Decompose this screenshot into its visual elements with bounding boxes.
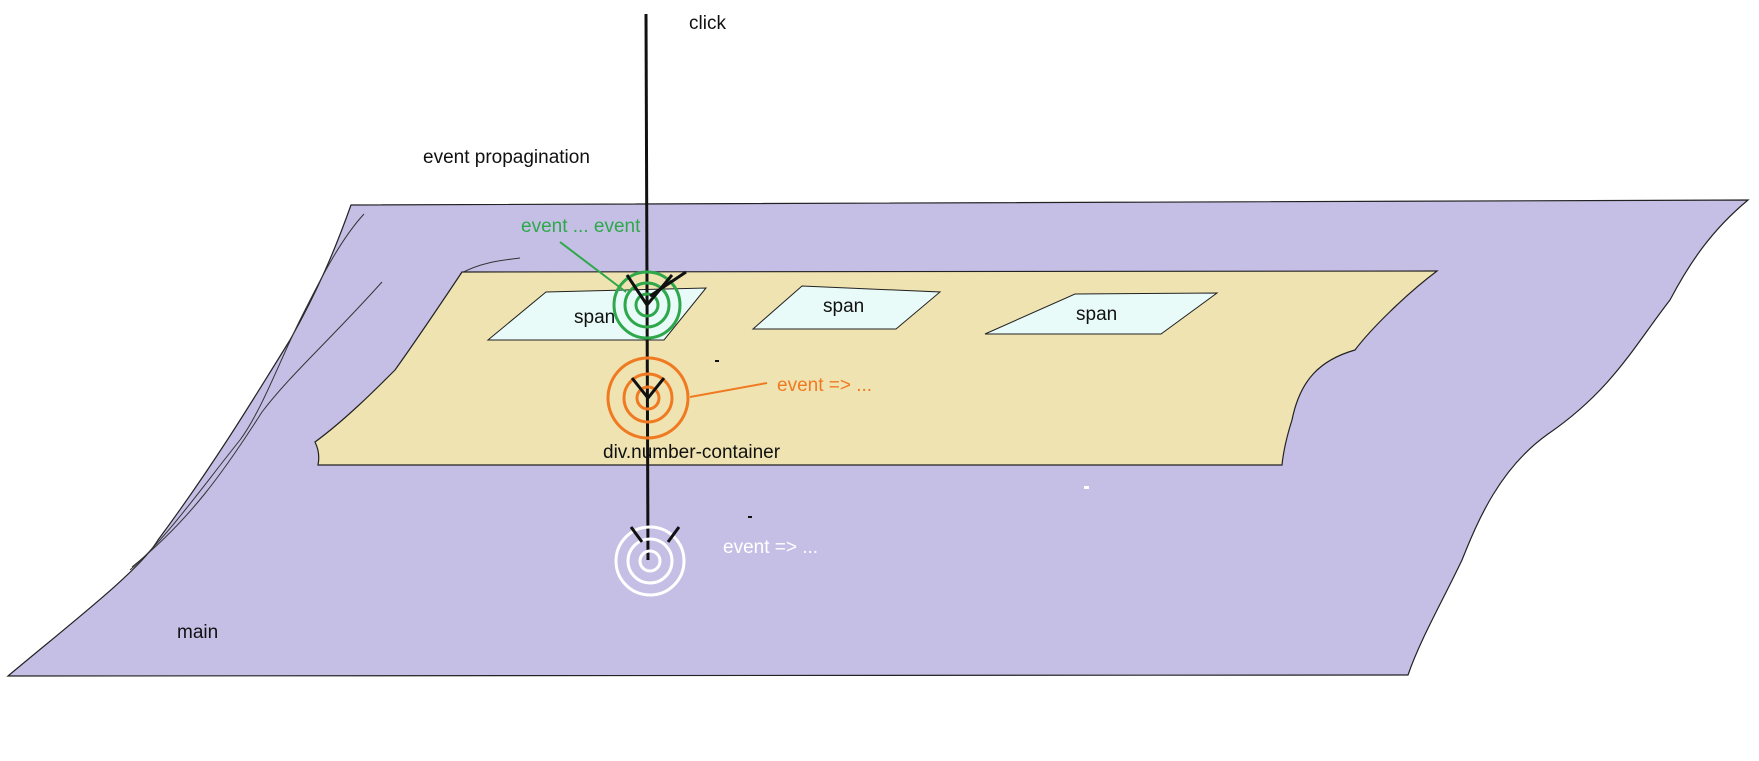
chevron-down-icon: [625, 274, 674, 308]
span-label-3: span: [1076, 304, 1117, 325]
target-rings-icon: [614, 525, 686, 597]
stray-mark: [715, 360, 719, 362]
target-rings-icon: [606, 356, 690, 440]
main-label: main: [177, 622, 218, 643]
span-label-1: span: [574, 307, 615, 328]
main-event-label: event => ...: [723, 537, 818, 558]
chevron-down-icon: [649, 270, 687, 298]
stray-mark: [748, 516, 752, 518]
click-label: click: [689, 13, 726, 34]
sketch-stroke: [129, 213, 365, 571]
chevron-down-icon: [629, 526, 644, 543]
span-label-2: span: [823, 296, 864, 317]
target-rings-icon: [612, 270, 682, 340]
sketch-stroke: [131, 281, 383, 568]
container-event-pointer: [689, 382, 768, 398]
stray-mark: [1084, 486, 1089, 489]
chevron-down-icon: [666, 526, 681, 543]
diagram-title: event propagination: [423, 147, 590, 168]
span-box-3: [984, 292, 1219, 335]
span-box-2: [751, 285, 942, 330]
container-event-label: event => ...: [777, 375, 872, 396]
container-label: div.number-container: [603, 442, 781, 463]
span-event-label: event ... event: [521, 216, 641, 237]
chevron-down-icon: [630, 377, 666, 401]
click-arrow-line: [644, 13, 650, 561]
span-event-pointer: [559, 241, 627, 293]
sketch-stroke: [459, 257, 521, 275]
